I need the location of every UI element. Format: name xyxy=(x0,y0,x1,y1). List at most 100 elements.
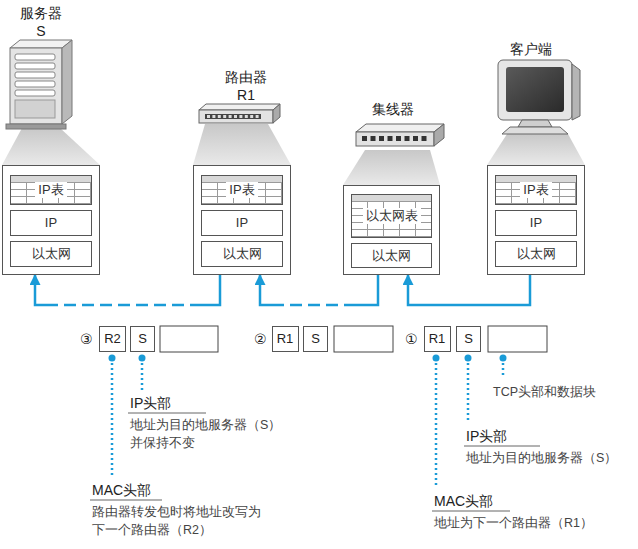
server-illustration xyxy=(15,54,55,60)
server-illustration xyxy=(15,63,55,69)
router-illustration xyxy=(256,115,259,118)
server-illustration xyxy=(6,40,72,129)
server-illustration xyxy=(15,90,55,96)
ip-table: IP表 xyxy=(495,175,577,205)
hub-illustration xyxy=(356,124,444,132)
layer-label: S xyxy=(311,331,320,347)
ip-header-box: S xyxy=(303,326,328,352)
ip-table: IP表 xyxy=(201,175,283,205)
leader-line xyxy=(112,358,503,486)
router-illustration xyxy=(212,115,215,118)
layer-label: IP表 xyxy=(226,182,257,198)
mac-header-box: R2 xyxy=(99,326,126,352)
layer-label: 以太网 xyxy=(372,248,411,264)
server-illustration xyxy=(15,72,55,78)
server-illustration xyxy=(15,81,55,87)
callout-number: ③ xyxy=(80,330,93,348)
packet-data-box xyxy=(160,326,547,352)
layer-label: S xyxy=(464,331,473,347)
callout-number: ② xyxy=(254,330,267,348)
hub-illustration xyxy=(362,136,367,141)
protocol-layer: 以太网 xyxy=(351,243,432,268)
leader-line xyxy=(141,358,144,390)
router-illustration xyxy=(218,115,221,118)
router-illustration xyxy=(205,114,261,119)
ip-header-box: S xyxy=(456,326,481,352)
layer-label: 以太网 xyxy=(223,246,262,262)
leader-line xyxy=(435,358,438,486)
layer-label: IP xyxy=(530,215,542,231)
heading-underline xyxy=(90,500,162,501)
device-frame: 客户端IP表IP以太网 xyxy=(487,165,585,275)
client-illustration xyxy=(498,60,580,134)
device-name: 集线器 xyxy=(368,100,418,118)
leader-line xyxy=(467,358,470,421)
hub-illustration xyxy=(379,136,384,141)
ip-table: IP表 xyxy=(10,175,92,205)
device-name: 客户端 xyxy=(506,40,556,58)
protocol-layer: 以太网 xyxy=(10,241,92,267)
annotation-heading: IP头部 xyxy=(466,427,507,445)
device-name: 路由器 R1 xyxy=(221,68,271,104)
spotlight xyxy=(487,134,585,165)
packet-data-box xyxy=(488,326,547,352)
router-illustration xyxy=(234,115,237,118)
hub-illustration xyxy=(434,124,444,146)
protocol-layer: IP xyxy=(201,210,283,236)
annotation-body: TCP头部和数据块 xyxy=(493,383,596,401)
server-illustration xyxy=(6,124,66,129)
layer-label: R1 xyxy=(277,331,294,347)
leader-dot xyxy=(139,355,146,362)
layer-label: S xyxy=(138,331,147,347)
heading-underline xyxy=(464,446,540,447)
spotlight xyxy=(2,128,100,165)
spotlight xyxy=(343,150,440,185)
server-illustration xyxy=(62,40,72,124)
router-illustration xyxy=(207,115,259,118)
layer-label: 以太网表 xyxy=(363,208,421,224)
router-illustration xyxy=(239,115,242,118)
router-illustration xyxy=(250,115,253,118)
heading-underline xyxy=(128,413,206,414)
layer-label: 以太网 xyxy=(517,246,556,262)
hub-illustration xyxy=(362,136,427,141)
network-link xyxy=(35,275,220,305)
network-link xyxy=(260,275,378,305)
leader-dot xyxy=(109,355,116,362)
protocol-layer: IP xyxy=(10,210,92,236)
hub-illustration xyxy=(356,132,434,146)
client-illustration xyxy=(572,64,580,120)
router-illustration xyxy=(199,110,273,123)
annotation-heading: IP头部 xyxy=(130,394,171,412)
mac-header-box: R1 xyxy=(272,326,299,352)
router-illustration xyxy=(207,115,210,118)
annotation-body: 地址为目的地服务器（S） 并保持不变 xyxy=(130,416,292,452)
callout-number: ① xyxy=(405,330,418,348)
protocol-layer: IP xyxy=(495,210,577,236)
packet-data-box xyxy=(160,326,218,352)
mac-header-box: R1 xyxy=(424,326,451,352)
protocol-layer: 以太网 xyxy=(201,241,283,267)
layer-label: IP表 xyxy=(35,182,66,198)
client-illustration xyxy=(518,120,552,127)
annotation-body: 地址为下一个路由器（R1） xyxy=(434,514,624,532)
client-illustration xyxy=(506,67,564,112)
device-frame: 服务器 SIP表IP以太网 xyxy=(2,165,100,275)
hub-illustration xyxy=(388,136,393,141)
router-illustration xyxy=(199,104,280,110)
device-name: 服务器 S xyxy=(16,4,66,40)
layer-label: 以太网 xyxy=(32,246,71,262)
protocol-layer: 以太网 xyxy=(495,241,577,267)
spotlight xyxy=(193,124,291,165)
leader-line xyxy=(111,358,114,476)
layer-label: IP表 xyxy=(520,182,551,198)
link-dash-gap xyxy=(284,303,352,307)
network-link xyxy=(408,275,530,305)
router-illustration xyxy=(245,115,248,118)
leader-dot xyxy=(109,355,507,362)
router-illustration xyxy=(223,115,226,118)
client-illustration xyxy=(498,60,572,120)
device-frame: 集线器以太网表以太网 xyxy=(343,185,440,275)
heading-underline xyxy=(432,511,510,512)
layer-label: IP xyxy=(45,215,57,231)
